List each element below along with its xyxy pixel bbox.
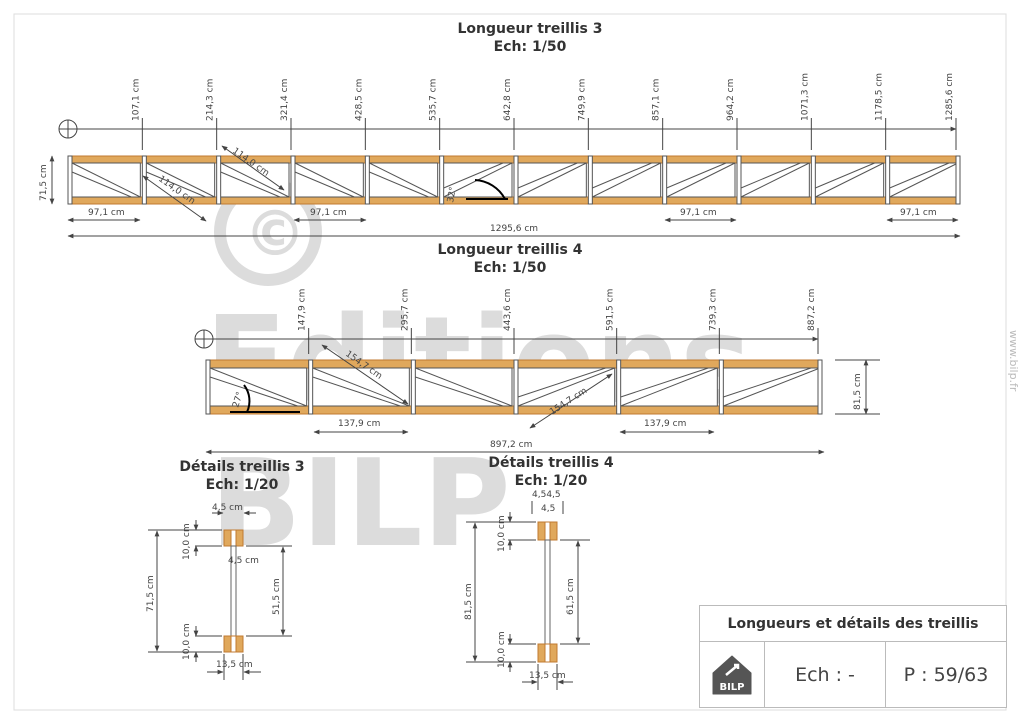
truss3-bay9-label: 97,1 cm (680, 208, 717, 218)
truss4-bay (410, 359, 513, 415)
detail4-flange-top-label: 10,0 cm (497, 515, 507, 552)
detail4-width-b-label: 4,5 (541, 504, 555, 514)
cumulative-length-label: 443,6 cm (503, 289, 513, 331)
detail3-base-label: 13,5 cm (216, 660, 253, 670)
detail4-total-height-label: 81,5 cm (464, 583, 474, 620)
truss3-angle-label: 32° (446, 186, 459, 203)
detail3-web-height-label: 51,5 cm (272, 578, 282, 615)
truss3-bay (662, 155, 736, 205)
detail3-inner-width-label: 4,5 cm (228, 556, 259, 566)
cumulative-length-label: 642,8 cm (503, 79, 513, 121)
truss4-bay (205, 359, 308, 415)
truss-3-elevation: 107,1 cm 214,3 cm 321,4 cm 428,5 cm 535,7 cm… (39, 73, 961, 239)
truss4-bay2-label: 137,9 cm (338, 419, 380, 429)
title-block-scale: Ech : - (765, 642, 886, 707)
truss-4-elevation: 147,9 cm 295,7 cm 443,6 cm 591,5 cm 739,3 cm… (194, 289, 880, 455)
svg-text:BILP: BILP (210, 435, 511, 574)
truss3-bay (736, 155, 810, 205)
cumulative-length-label: 1285,6 cm (945, 73, 955, 121)
cumulative-length-label: 295,7 cm (400, 289, 410, 331)
detail3-flange-top-label: 10,0 cm (182, 523, 192, 560)
cumulative-length-label: 591,5 cm (606, 289, 616, 331)
truss3-bay4-label: 97,1 cm (310, 208, 347, 218)
detail4-web-height-label: 61,5 cm (566, 578, 576, 615)
cumulative-length-label: 428,5 cm (354, 79, 364, 121)
cumulative-length-label: 887,2 cm (807, 289, 817, 331)
truss3-bay (587, 155, 662, 205)
house-logo-icon: BILP (712, 655, 752, 694)
truss4-height-label: 81,5 cm (853, 373, 863, 410)
truss4-angle-label: 27° (231, 391, 245, 409)
cumulative-length-label: 964,2 cm (726, 79, 736, 121)
svg-text:BILP: BILP (719, 682, 744, 693)
cumulative-length-label: 739,3 cm (708, 289, 718, 331)
detail4-base-label: 13,5 cm (529, 671, 566, 681)
truss3-bay (67, 155, 141, 205)
truss3-bay1-label: 97,1 cm (88, 208, 125, 218)
svg-text:©: © (244, 197, 306, 270)
detail4-width-a-label: 4,54,5 (532, 490, 561, 500)
title-block-title: Longueurs et détails des treillis (700, 606, 1006, 642)
truss4-bay5-label: 137,9 cm (644, 419, 686, 429)
bilp-logo: BILP (700, 642, 765, 707)
truss4-total-label: 897,2 cm (490, 440, 532, 450)
title-block: Longueurs et détails des treillis BILP E… (699, 605, 1007, 708)
cumulative-length-label: 214,3 cm (206, 79, 216, 121)
truss-3-section-detail: 4,5 cm 4,5 cm 71,5 cm 10,0 cm 10,0 cm 51… (146, 503, 292, 680)
truss3-bay (513, 155, 587, 205)
sheet-border (13, 13, 1007, 711)
truss-4-section-detail: 4,54,5 4,5 81,5 cm 10,0 cm 10,0 cm 61,5 … (464, 490, 590, 690)
cumulative-length-label: 321,4 cm (280, 79, 290, 121)
truss3-bay12-label: 97,1 cm (900, 208, 937, 218)
detail3-total-height-label: 71,5 cm (146, 575, 156, 612)
truss3-total-label: 1295,6 cm (490, 224, 538, 234)
cumulative-length-label: 147,9 cm (298, 289, 308, 331)
truss4-bay (718, 359, 821, 415)
site-watermark: www.bilp.fr (1007, 330, 1020, 392)
cumulative-length-label: 1178,5 cm (875, 73, 885, 121)
cumulative-length-label: 857,1 cm (652, 79, 662, 121)
truss3-bay (290, 155, 364, 205)
detail4-flange-bottom-label: 10,0 cm (497, 631, 507, 668)
cumulative-length-label: 749,9 cm (577, 79, 587, 121)
detail3-width-label: 4,5 cm (212, 503, 243, 513)
truss3-bay (810, 155, 885, 205)
truss4-bay (616, 359, 718, 415)
cumulative-length-label: 1071,3 cm (800, 73, 810, 121)
cumulative-length-label: 107,1 cm (131, 79, 141, 121)
title-block-page: P : 59/63 (903, 663, 989, 686)
detail3-flange-bottom-label: 10,0 cm (182, 623, 192, 660)
truss3-bay (885, 155, 959, 205)
cumulative-length-label: 535,7 cm (429, 79, 439, 121)
truss3-height-label: 71,5 cm (39, 164, 49, 201)
truss3-bay (364, 155, 439, 205)
